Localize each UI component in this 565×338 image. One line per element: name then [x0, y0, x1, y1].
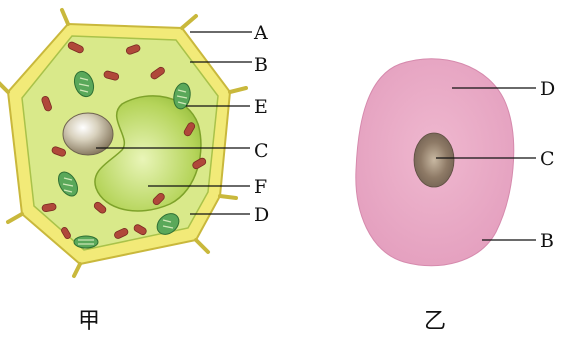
label-animal-C: C — [540, 148, 555, 170]
label-C: C — [254, 140, 269, 162]
caption-plant: 甲 — [78, 309, 100, 334]
label-F: F — [254, 176, 267, 198]
label-animal-B: B — [540, 230, 554, 252]
label-animal-D: D — [540, 78, 555, 100]
chloroplast — [74, 236, 98, 248]
plant-cell: A B E C F D 甲 — [0, 10, 269, 334]
plant-nucleus — [63, 113, 113, 155]
label-A: A — [253, 22, 268, 44]
caption-animal: 乙 — [424, 309, 446, 334]
label-E: E — [254, 96, 268, 118]
label-B: B — [254, 54, 268, 76]
animal-cell: D C B 乙 — [356, 59, 555, 334]
label-D: D — [254, 204, 269, 226]
animal-nucleus — [414, 133, 454, 187]
